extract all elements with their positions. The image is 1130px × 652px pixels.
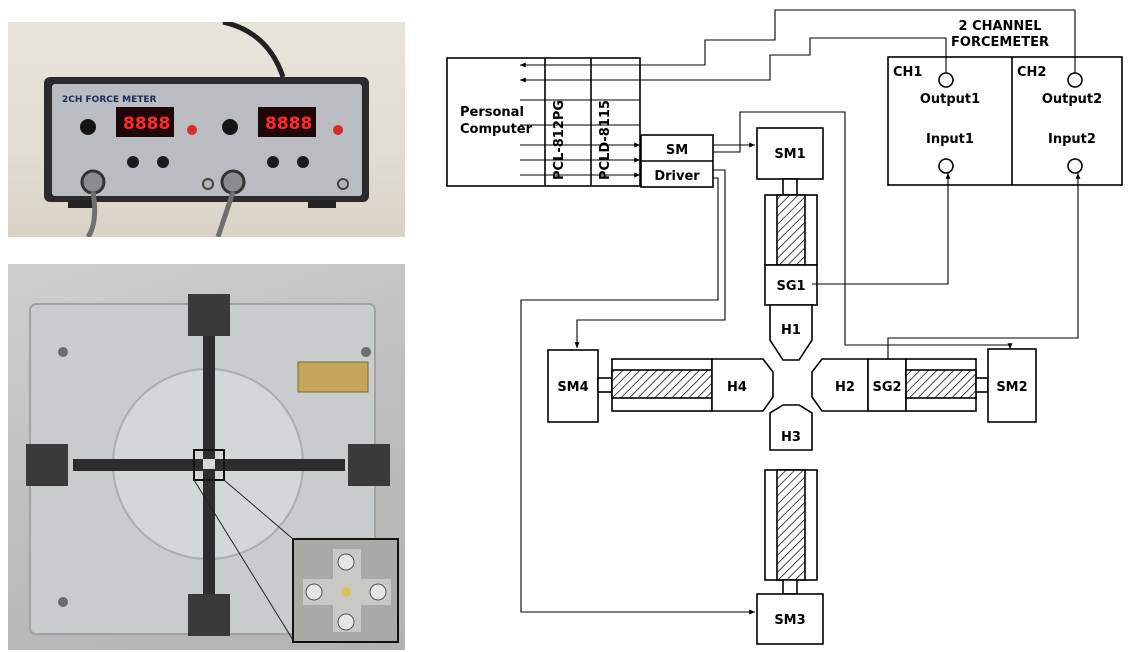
forcemeter-title-2: FORCEMETER <box>951 35 1049 50</box>
sm2-label: SM2 <box>996 380 1027 395</box>
forcemeter-title-1: 2 CHANNEL <box>959 19 1042 34</box>
output2-label: Output2 <box>1042 92 1102 107</box>
h2-label: H2 <box>835 380 855 395</box>
card2-label: PCLD-8115 <box>598 100 613 180</box>
sm3-label: SM3 <box>774 613 805 628</box>
output2-port <box>1068 73 1082 87</box>
sg1-label: SG1 <box>776 279 805 294</box>
driver-label-1: SM <box>666 143 688 158</box>
sm4-shaft <box>598 378 612 392</box>
h1-label: H1 <box>781 323 801 338</box>
input2-label: Input2 <box>1048 132 1096 147</box>
h3-label: H3 <box>781 430 801 445</box>
output1-port <box>939 73 953 87</box>
forcemeter-box <box>888 57 1122 185</box>
sm3-leadscrew <box>777 470 805 580</box>
ch2-label: CH2 <box>1017 65 1046 80</box>
output1-label: Output1 <box>920 92 980 107</box>
ch1-label: CH1 <box>893 65 922 80</box>
sg2-label: SG2 <box>872 380 901 395</box>
h4-label: H4 <box>727 380 747 395</box>
pc-label-1: Personal <box>460 105 524 120</box>
sm4-leadscrew <box>612 370 712 398</box>
input1-label: Input1 <box>926 132 974 147</box>
input1-port <box>939 159 953 173</box>
sm1-leadscrew <box>777 195 805 265</box>
sm3-shaft <box>783 580 797 594</box>
driver-label-2: Driver <box>654 169 700 184</box>
sm1-shaft <box>783 179 797 195</box>
sm1-label: SM1 <box>774 147 805 162</box>
card1-label: PCL-812PG <box>552 100 567 180</box>
sm4-label: SM4 <box>557 380 588 395</box>
sm2-leadscrew <box>906 370 976 398</box>
input2-port <box>1068 159 1082 173</box>
sm2-shaft <box>976 378 988 392</box>
pc-label-2: Computer <box>460 122 533 137</box>
